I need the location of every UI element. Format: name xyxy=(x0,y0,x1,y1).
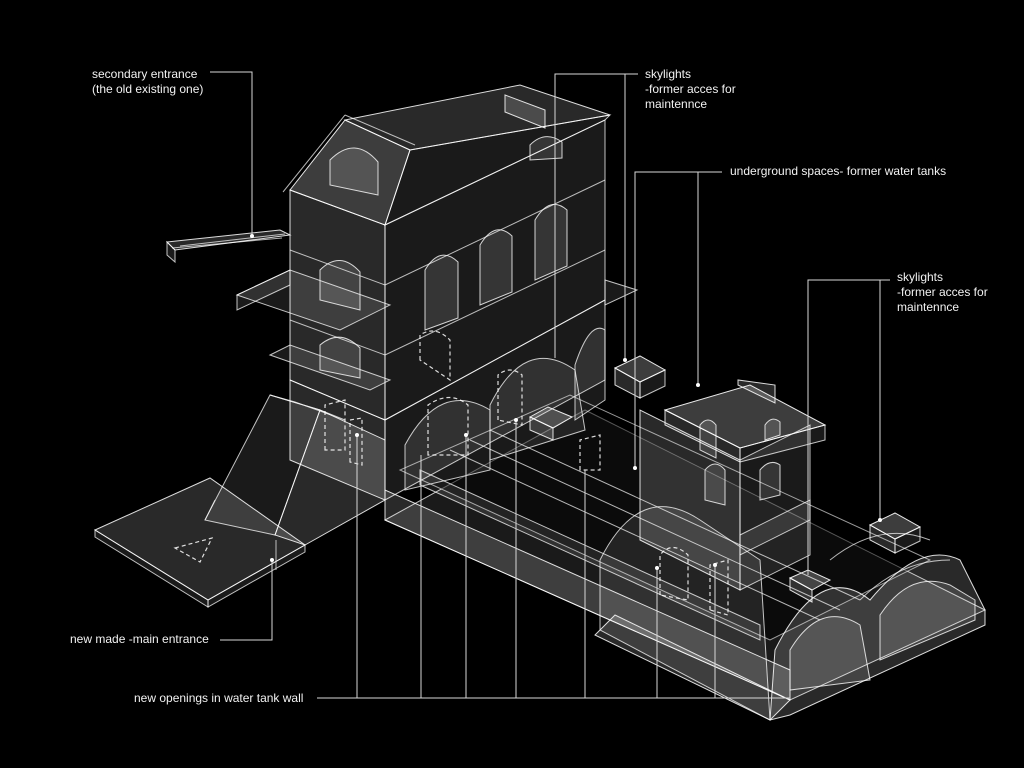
label-underground-spaces: underground spaces- former water tanks xyxy=(730,164,946,179)
label-line: -former acces for xyxy=(645,82,736,96)
label-line: new made -main entrance xyxy=(70,632,209,646)
label-line: skylights xyxy=(645,67,692,81)
tank-arches xyxy=(404,327,606,491)
label-line: underground spaces- former water tanks xyxy=(730,164,947,178)
small-tower xyxy=(639,379,827,591)
label-new-openings: new openings in water tank wall xyxy=(134,691,303,706)
label-line: new openings in water tank wall xyxy=(134,691,304,705)
label-line: maintennce xyxy=(897,300,960,314)
stair-bridge xyxy=(165,229,292,264)
label-skylights-top: skylights -former acces for maintennce xyxy=(645,67,736,112)
entrance-platform xyxy=(93,394,386,608)
label-line: secondary entrance xyxy=(92,67,198,81)
label-main-entrance: new made -main entrance xyxy=(70,632,209,647)
main-building xyxy=(235,84,639,501)
label-line: maintennce xyxy=(645,97,708,111)
label-line: (the old existing one) xyxy=(92,82,204,96)
label-line: -former acces for xyxy=(897,285,988,299)
label-secondary-entrance: secondary entrance (the old existing one… xyxy=(92,67,203,97)
label-line: skylights xyxy=(897,270,944,284)
leader-lines xyxy=(210,71,890,699)
skylight-boxes xyxy=(528,355,922,616)
water-tank-base xyxy=(383,394,987,701)
label-skylights-right: skylights -former acces for maintennce xyxy=(897,270,988,315)
